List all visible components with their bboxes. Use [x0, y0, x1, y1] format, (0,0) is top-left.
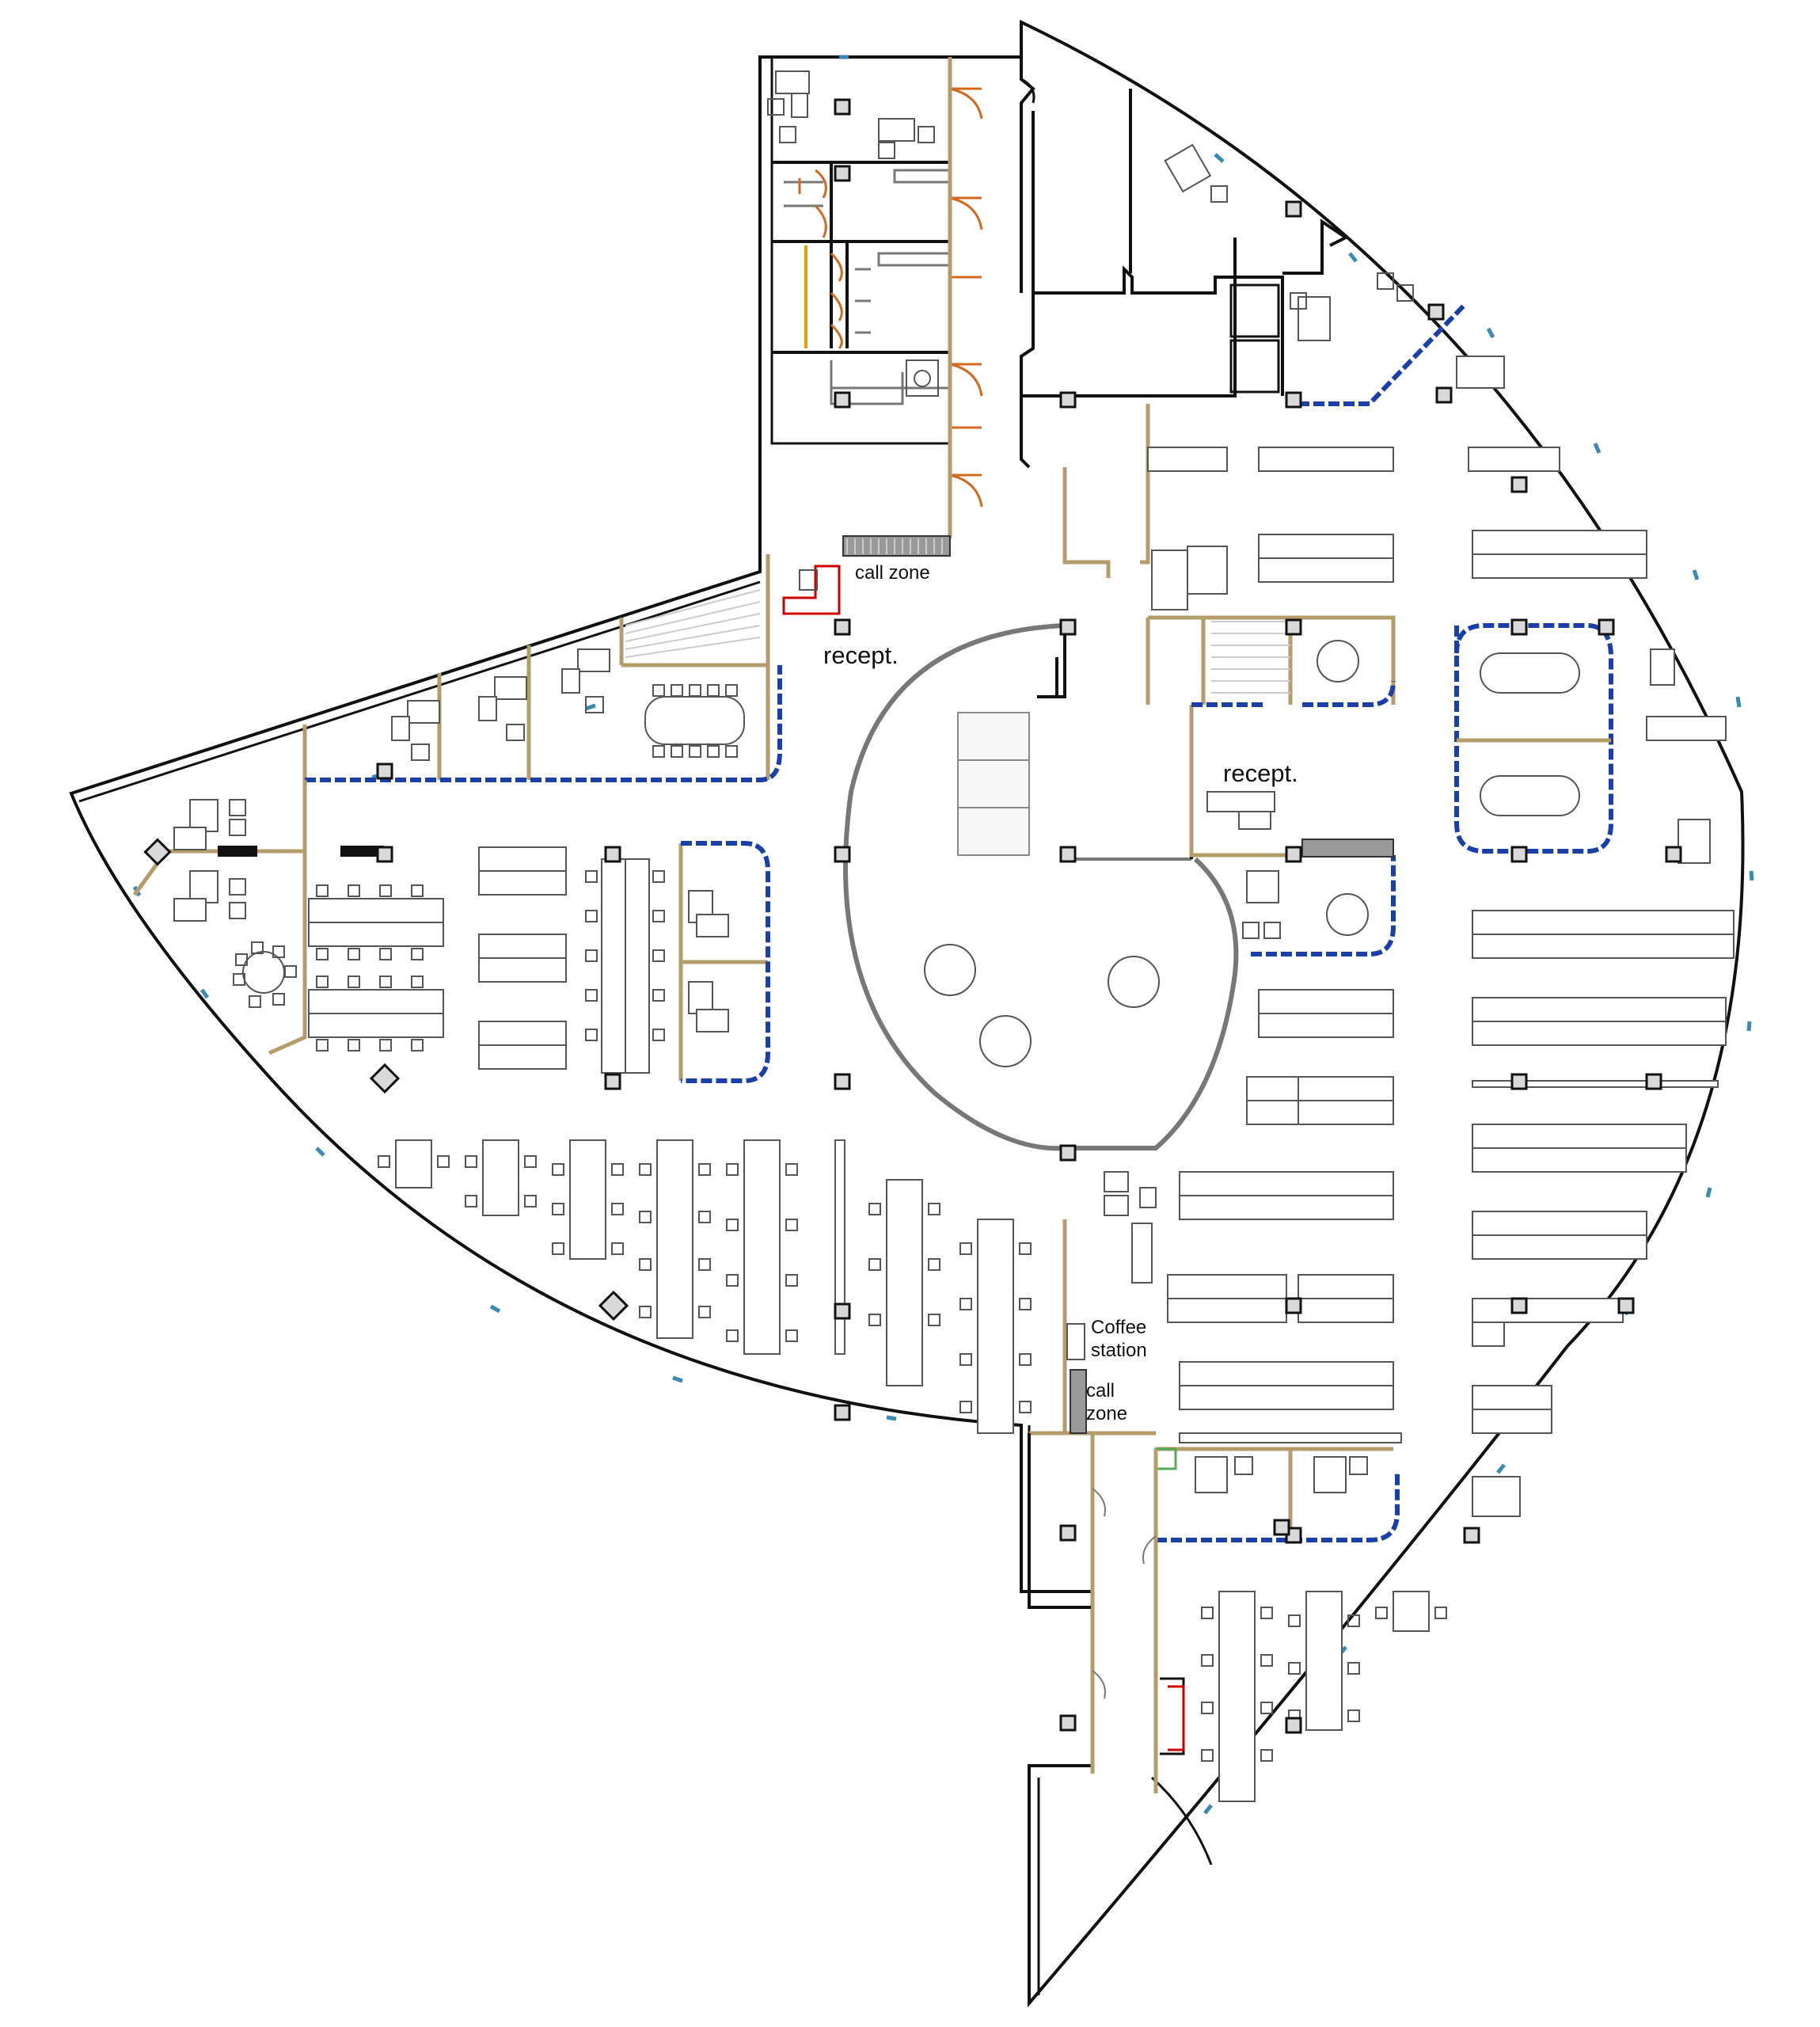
south-corridor — [1028, 1431, 1185, 1789]
north-core — [770, 22, 1349, 469]
east-perimeter-desks — [1472, 648, 1735, 1517]
center-east-workstations — [1167, 989, 1402, 1443]
coffee-station-label-2: station — [1091, 1340, 1147, 1361]
central-atrium — [843, 623, 1239, 1151]
left-wing-offices — [302, 554, 782, 782]
ne-workstations — [1147, 356, 1647, 610]
call-zone-top: call zone — [782, 535, 951, 615]
coffee-station — [1062, 1171, 1157, 1434]
south-left-workstations — [378, 1139, 1032, 1434]
call-zone-label-bottom-1: call — [1086, 1380, 1115, 1401]
ne-offices — [1062, 143, 1467, 956]
top-offices — [767, 70, 935, 159]
restroom-block — [772, 161, 952, 405]
coffee-station-label-1: Coffee — [1091, 1317, 1146, 1338]
left-glass-rooms — [678, 841, 770, 1083]
structural-columns — [143, 98, 1682, 1734]
reception-label-right: recept. — [1223, 759, 1298, 787]
se-offices — [1153, 1447, 1400, 1793]
core-doors — [949, 87, 983, 508]
south-workstations — [1201, 1591, 1447, 1802]
left-tip-offices — [132, 780, 384, 1055]
left-workstations — [308, 846, 665, 1074]
call-zone-label-top: call zone — [855, 562, 930, 584]
call-zone-label-bottom-2: zone — [1086, 1403, 1127, 1424]
east-conference-rooms — [1454, 623, 1613, 854]
reception-label-top: recept. — [823, 641, 899, 669]
